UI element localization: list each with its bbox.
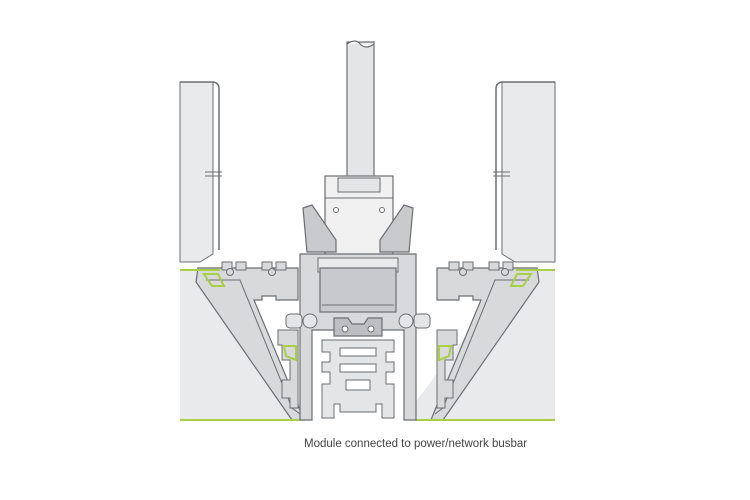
rod-break	[346, 40, 375, 48]
connector-screw-left	[333, 207, 339, 213]
right-carrier-teeth	[448, 261, 514, 276]
left-carrier-inner	[206, 279, 301, 415]
left-vertical-channel	[277, 329, 299, 409]
connector-screw-right	[379, 207, 385, 213]
right-sheet-edge	[495, 81, 555, 250]
left-latch	[285, 313, 318, 329]
right-vertical-channel	[436, 329, 458, 409]
right-latch	[398, 313, 431, 329]
green-seal-lines	[180, 269, 555, 421]
left-break-mark	[205, 171, 222, 177]
connector-collar	[337, 177, 381, 193]
left-clamp-arm	[302, 204, 337, 253]
right-clamp-arm	[379, 204, 414, 253]
left-sheet-edge	[180, 81, 220, 250]
right-break-mark	[493, 171, 510, 177]
right-carrier-inner	[434, 279, 529, 415]
pendant-rod	[346, 41, 375, 179]
contact-pin-left	[341, 325, 349, 333]
left-carrier-teeth	[221, 261, 287, 276]
busbar-conductor-slots	[339, 347, 377, 391]
contact-pin-right	[367, 325, 375, 333]
busbar-conductor-stack	[321, 339, 395, 419]
figure-caption: Module connected to power/network busbar	[304, 438, 528, 450]
